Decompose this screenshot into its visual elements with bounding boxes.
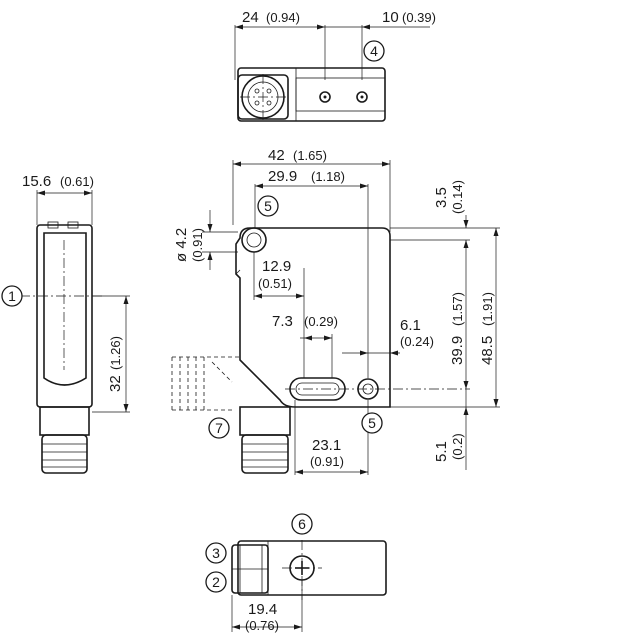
callout-4: 4: [370, 43, 378, 59]
dim-front-12-9-in: (0.51): [258, 276, 292, 291]
dim-front-23-1-in: (0.91): [310, 454, 344, 469]
dim-front-6-1-in: (0.24): [400, 334, 434, 349]
bottom-view: 19.4 (0.76) 6 3 2: [205, 513, 387, 633]
dim-right-39-9: 39.9: [449, 336, 466, 365]
dim-top-24: 24: [242, 9, 259, 26]
dim-hole-4-2: ø 4.2: [173, 228, 190, 262]
dim-right-3-5-in: (0.14): [450, 180, 465, 214]
dim-right-48-5: 48.5: [479, 336, 496, 365]
dim-front-23-1: 23.1: [312, 437, 341, 454]
dim-bottom-19-4: 19.4: [248, 601, 277, 618]
dim-front-42: 42: [268, 147, 285, 164]
dim-top-10: 10: [382, 9, 399, 26]
dim-left-32-in: (1.26): [108, 336, 123, 370]
dim-right-39-9-in: (1.57): [450, 292, 465, 326]
dim-right-3-5: 3.5: [433, 187, 450, 208]
dim-hole-4-2-in: (0.91): [190, 228, 205, 262]
callout-6: 6: [298, 516, 306, 532]
callout-7: 7: [215, 420, 223, 436]
dim-front-42-in: (1.65): [293, 148, 327, 163]
dim-bottom-19-4-in: (0.76): [245, 618, 279, 633]
dim-top-10-in: (0.39): [402, 10, 436, 25]
dim-right-5-1: 5.1: [433, 441, 450, 462]
dim-front-29-9: 29.9: [268, 168, 297, 185]
dim-left-15-6: 15.6: [22, 173, 51, 190]
dim-front-7-3-in: (0.29): [304, 314, 338, 329]
dim-left-15-6-in: (0.61): [60, 174, 94, 189]
callout-3: 3: [212, 545, 220, 561]
dim-right-48-5-in: (1.91): [480, 292, 495, 326]
dim-right-5-1-in: (0.2): [450, 433, 465, 460]
callout-5-top: 5: [264, 198, 272, 214]
top-view: 24 (0.94) 10 (0.39) 4: [234, 9, 436, 122]
dim-front-12-9: 12.9: [262, 258, 291, 275]
dim-front-29-9-in: (1.18): [311, 169, 345, 184]
dim-front-6-1: 6.1: [400, 317, 421, 334]
callout-2: 2: [212, 574, 220, 590]
dim-front-7-3: 7.3: [272, 313, 293, 330]
front-view: 42 (1.65) 29.9 (1.18) ø 4.2 (0.91) 12.9 …: [171, 147, 500, 475]
side-view: 15.6 (0.61) 32 (1.26) 1: [1, 173, 130, 474]
callout-5-bottom: 5: [368, 415, 376, 431]
callout-1: 1: [8, 288, 16, 304]
dim-top-24-in: (0.94): [266, 10, 300, 25]
dim-left-32: 32: [107, 375, 124, 392]
